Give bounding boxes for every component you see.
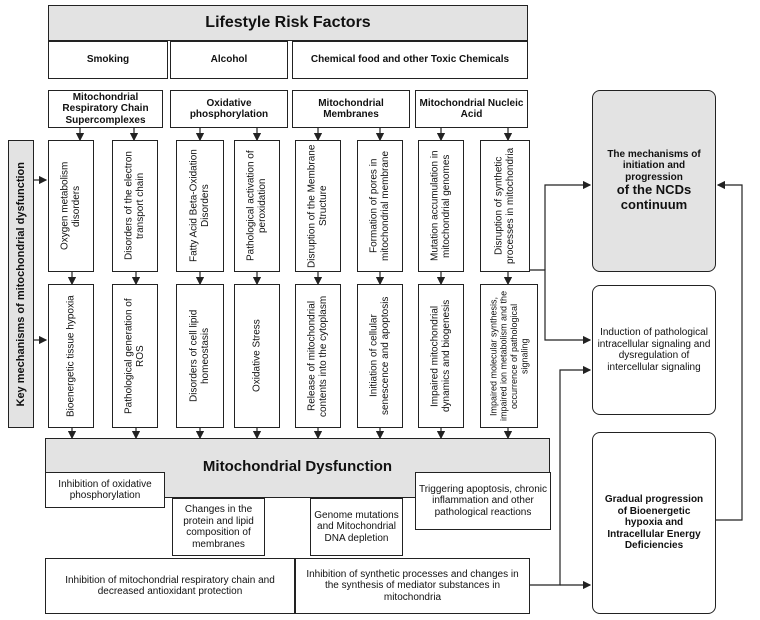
- risk-factor-chemicals: Chemical food and other Toxic Chemicals: [292, 41, 528, 79]
- category-respiratory-chain: Mitochondrial Respiratory Chain Supercom…: [48, 90, 163, 128]
- ncd-title-suffix: of the NCDs continuum: [616, 182, 692, 213]
- mechanism-mitochondrial-release: Release of mitochondrial contents into t…: [295, 284, 341, 428]
- mechanism-electron-transport: Disorders of the electron transport chai…: [112, 140, 158, 272]
- side-label: Key mechanisms of mitochondrial dysfunct…: [8, 140, 34, 428]
- mechanism-fatty-acid-oxidation: Fatty Acid Beta-Oxidation Disorders: [176, 140, 224, 272]
- mechanism-genome-mutations: Mutation accumulation in mitochondrial g…: [418, 140, 464, 272]
- risk-factor-alcohol: Alcohol: [170, 41, 288, 79]
- page-title: Lifestyle Risk Factors: [48, 5, 528, 41]
- mechanism-senescence-apoptosis: Initiation of cellular senescence and ap…: [357, 284, 403, 428]
- effect-oxidative-phosphorylation: Inhibition of oxidative phosphorylation: [45, 472, 165, 508]
- mechanism-oxygen-metabolism: Oxygen metabolism disorders: [48, 140, 94, 272]
- effect-apoptosis-inflammation: Triggering apoptosis, chronic inflammati…: [415, 472, 551, 530]
- mechanism-synthetic-processes: Disruption of synthetic processes in mit…: [480, 140, 530, 272]
- mechanism-tissue-hypoxia: Bioenergetic tissue hypoxia: [48, 284, 94, 428]
- mechanism-molecular-synthesis: Impaired molecular synthesis, impaired i…: [480, 284, 538, 428]
- effect-synthetic-processes: Inhibition of synthetic processes and ch…: [295, 558, 530, 614]
- signaling-box: Induction of pathological intracellular …: [592, 285, 716, 415]
- risk-factor-smoking: Smoking: [48, 41, 168, 79]
- mechanism-lipid-homeostasis: Disorders of cell lipid homeostasis: [176, 284, 224, 428]
- category-oxidative-phosphorylation: Oxidative phosphorylation: [170, 90, 288, 128]
- progression-box: Gradual progression of Bioenergetic hypo…: [592, 432, 716, 614]
- mechanism-membrane-pores: Formation of pores in mitochondrial memb…: [357, 140, 403, 272]
- category-membranes: Mitochondrial Membranes: [292, 90, 410, 128]
- mechanism-membrane-structure: Disruption of the Membrane Structure: [295, 140, 341, 272]
- effect-genome-mutations: Genome mutations and Mitochondrial DNA d…: [310, 498, 403, 556]
- effect-membrane-composition: Changes in the protein and lipid composi…: [172, 498, 265, 556]
- mechanism-peroxidation: Pathological activation of peroxidation: [234, 140, 280, 272]
- mechanism-ros-generation: Pathological generation of ROS: [112, 284, 158, 428]
- category-nucleic-acid: Mitochondrial Nucleic Acid: [415, 90, 528, 128]
- mechanism-dynamics-biogenesis: Impaired mitochondrial dynamics and biog…: [418, 284, 464, 428]
- ncd-mechanisms-box: The mechanisms of initiation and progres…: [592, 90, 716, 272]
- ncd-title-prefix: The mechanisms of initiation and progres…: [607, 148, 701, 183]
- mechanism-oxidative-stress: Oxidative Stress: [234, 284, 280, 428]
- effect-respiratory-chain: Inhibition of mitochondrial respiratory …: [45, 558, 295, 614]
